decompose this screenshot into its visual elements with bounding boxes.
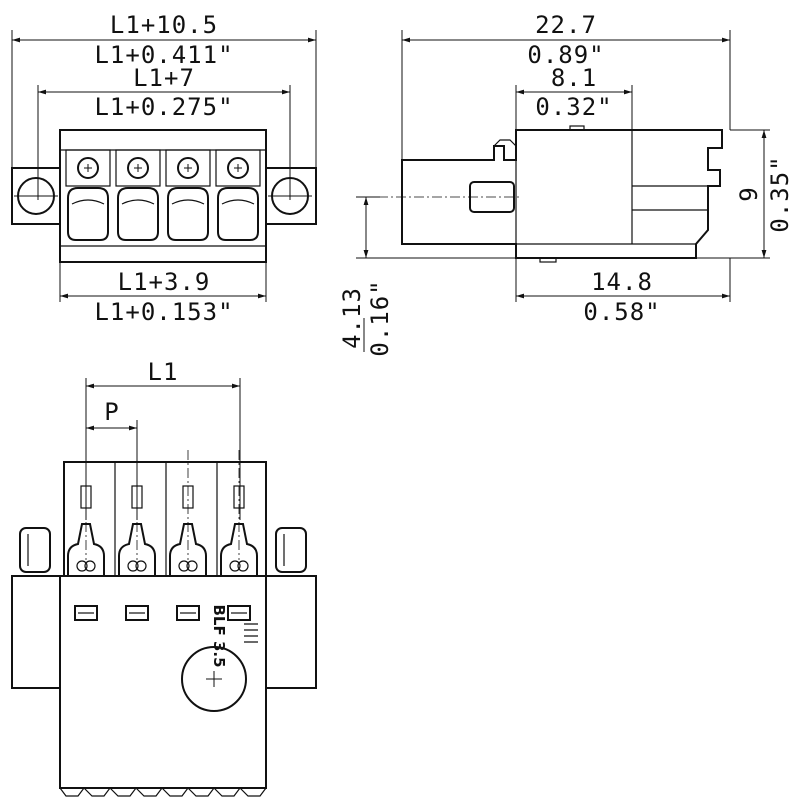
dim-base-mm: L1+3.9	[118, 268, 211, 296]
dim-overall-mm: L1+10.5	[110, 11, 218, 39]
dim-mount-in: L1+0.275"	[94, 93, 233, 121]
front-terminals	[65, 149, 261, 241]
brand-logo	[244, 623, 258, 643]
side-view: 22.7 0.89" 8.1 0.32" 9 0.35" 14.8 0.58"	[338, 11, 794, 357]
dim-height-in: 0.35"	[766, 155, 794, 232]
dim-top-mm: 8.1	[551, 64, 597, 92]
dim-bottom-mm: 14.8	[591, 268, 653, 296]
dim-length-in: 0.89"	[527, 41, 604, 69]
bottom-view: L1 P	[11, 358, 317, 797]
front-view: L1+10.5 L1+0.411" L1+7 L1+0.275"	[11, 11, 317, 326]
part-marking: BLF 3.5	[210, 604, 228, 667]
dim-pitch-total: L1	[148, 358, 179, 386]
dim-pitch: P	[104, 398, 119, 426]
bottom-contacts	[67, 450, 258, 576]
screw-hole	[181, 646, 247, 712]
latch-windows	[74, 605, 251, 621]
dim-top-in: 0.32"	[535, 93, 612, 121]
dim-offset-mm: 4.13	[338, 287, 366, 349]
dim-mount-mm: L1+7	[133, 64, 195, 92]
dim-bottom-in: 0.58"	[583, 298, 660, 326]
dim-length-mm: 22.7	[535, 11, 597, 39]
dim-base-in: L1+0.153"	[94, 298, 233, 326]
dim-overall-in: L1+0.411"	[94, 41, 233, 69]
dim-offset-in: 0.16"	[366, 279, 394, 356]
dim-height-mm: 9	[735, 186, 763, 201]
